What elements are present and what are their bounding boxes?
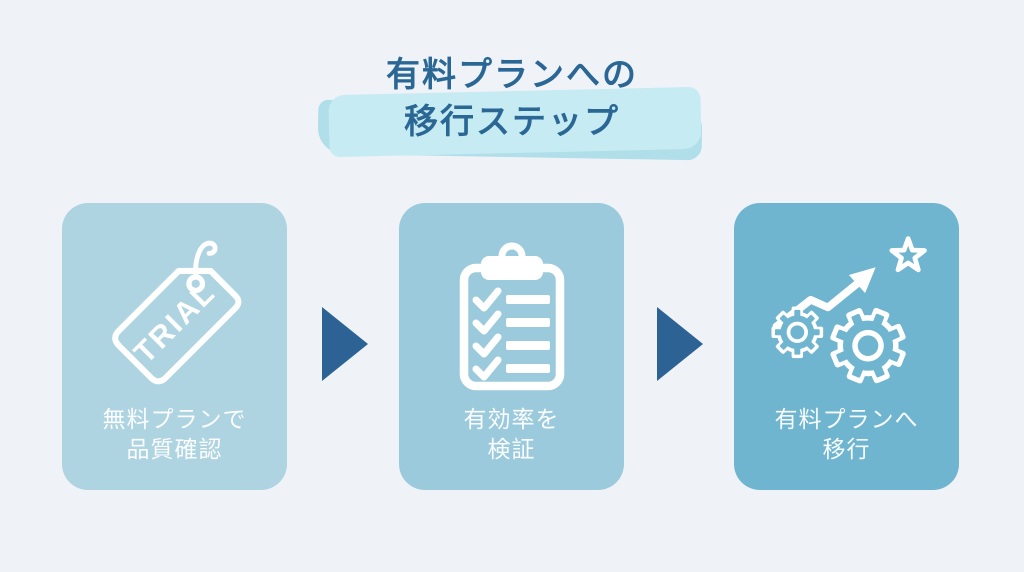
step-label-2: 有効率を 検証	[463, 406, 560, 462]
checklist-clipboard-icon	[459, 242, 564, 390]
title-line-2: 移行ステップ	[404, 103, 620, 141]
gears-growth-icon	[770, 235, 927, 383]
trial-tag-label: TRIAL	[128, 275, 222, 369]
title-line-1: 有料プランへの	[386, 56, 638, 94]
trial-tag-icon: TRIAL	[111, 240, 241, 384]
right-arrow-icon	[322, 307, 368, 381]
step-label-3: 有料プランへ 移行	[774, 406, 919, 462]
step-card-free-trial: TRIAL 無料プランで 品質確認	[62, 203, 287, 490]
page-title: 有料プランへの 移行ステップ	[0, 52, 1024, 146]
step-label-1: 無料プランで 品質確認	[102, 406, 247, 462]
step-card-verify: 有効率を 検証	[399, 203, 624, 490]
right-arrow-icon	[657, 307, 703, 381]
step-card-migrate: 有料プランへ 移行	[734, 203, 959, 490]
